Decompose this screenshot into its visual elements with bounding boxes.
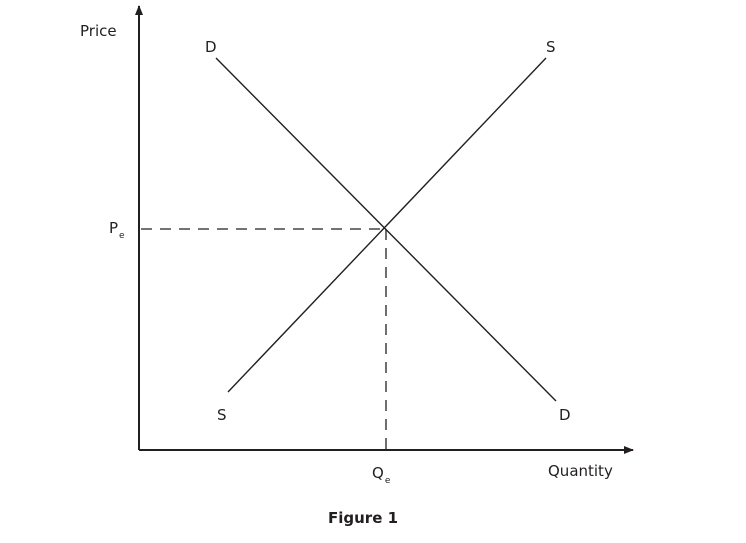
demand-label-top: D [205, 38, 217, 56]
x-axis-label: Quantity [548, 462, 613, 480]
supply-curve [227, 57, 547, 393]
demand-label-bottom: D [559, 406, 571, 424]
supply-label-bottom: S [217, 406, 227, 424]
equilibrium-quantity-label: Qe [372, 464, 391, 486]
figure-caption: Figure 1 [328, 509, 399, 527]
supply-label-top: S [546, 38, 556, 56]
equilibrium-price-label: Pe [109, 219, 125, 241]
y-axis-label: Price [80, 22, 117, 40]
